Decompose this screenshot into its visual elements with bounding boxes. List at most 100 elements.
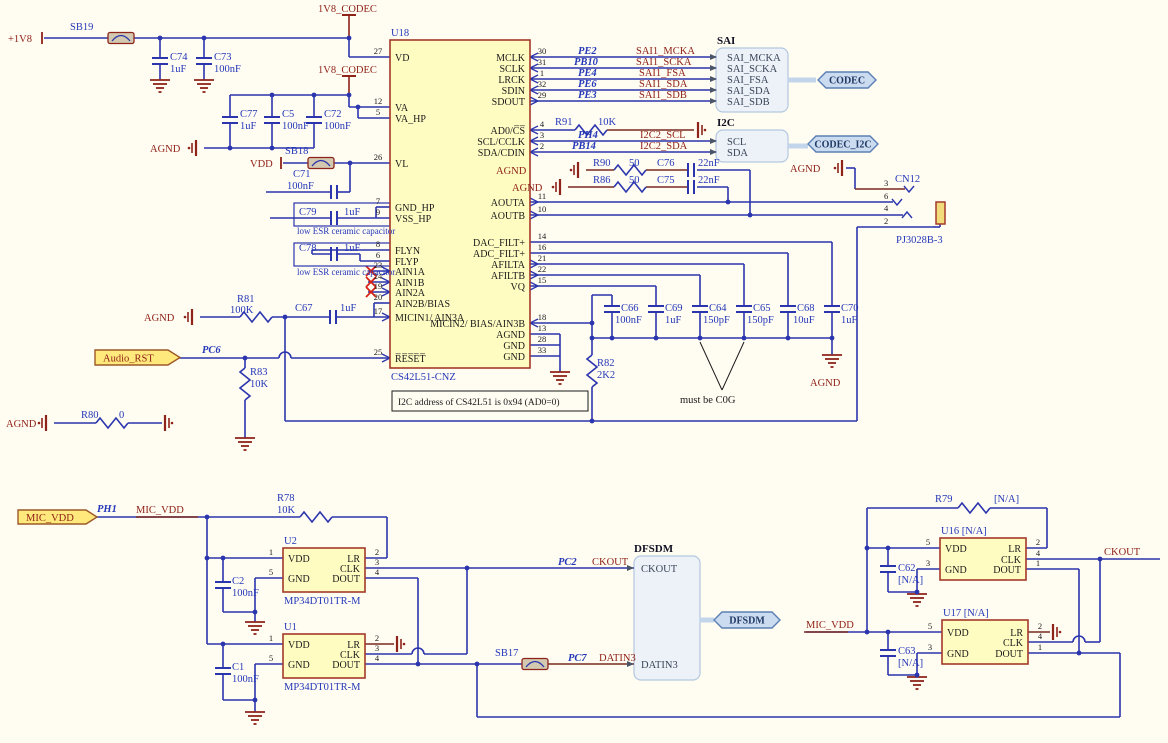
- net-label: +1V8: [8, 34, 32, 45]
- note-label: 6: [884, 191, 888, 201]
- pin-number: 2: [540, 141, 544, 151]
- junction-dot: [220, 641, 226, 647]
- pin-name: MCLK: [496, 53, 526, 64]
- pin-number: 16: [538, 242, 547, 252]
- note-label: 2: [884, 216, 888, 226]
- solder-bridge-arc: [111, 34, 131, 42]
- pin-name: AFILTA: [491, 260, 526, 271]
- port-label: PH4: [578, 130, 598, 141]
- pin-number: 2: [1036, 537, 1040, 547]
- jack-contact-icon: [903, 185, 915, 194]
- pin-name: AIN2A: [395, 288, 426, 299]
- note-label: 3: [884, 178, 888, 188]
- pin-name: AOUTB: [491, 211, 526, 222]
- pin-name: LR: [347, 554, 360, 565]
- net-label: SAI1_SDA: [639, 79, 688, 90]
- group-title: SAI: [717, 35, 735, 47]
- note-label: 4: [884, 203, 889, 213]
- component-label: SB18: [285, 146, 308, 157]
- component-label: C74: [170, 52, 188, 63]
- pin-number: 12: [374, 96, 383, 106]
- pin-name: SDIN: [502, 86, 525, 97]
- junction-dot: [914, 672, 920, 678]
- pin-number: 24: [374, 271, 383, 281]
- pin-number: 14: [538, 231, 547, 241]
- junction-dot: [415, 661, 421, 667]
- junction-dot: [864, 629, 870, 635]
- jack-contact-icon: [901, 210, 913, 219]
- junction-dot: [609, 335, 615, 341]
- agnd-bar-dot: [187, 146, 191, 150]
- pin-name: LR: [347, 640, 360, 651]
- port-label: PE2: [578, 46, 597, 57]
- pin-number: 19: [374, 281, 383, 291]
- junction-dot: [346, 92, 352, 98]
- power-bar-dot: [170, 421, 174, 425]
- junction-dot: [347, 160, 353, 166]
- component-label: 22nF: [698, 175, 720, 186]
- solder-bridge-arc: [311, 159, 331, 167]
- junction-dot: [653, 335, 659, 341]
- junction-dot: [204, 514, 210, 520]
- pin-name: GND: [503, 341, 525, 352]
- component-label: 100K: [230, 305, 254, 316]
- no-connect-x: [365, 265, 377, 277]
- pin-name: DOUT: [332, 660, 360, 671]
- pin-number: 3: [375, 557, 379, 567]
- pin-name: SDOUT: [492, 97, 525, 108]
- component-label: C76: [657, 158, 675, 169]
- net-label: 1V8_CODEC: [318, 65, 377, 76]
- component-label: 10K: [250, 379, 269, 390]
- pin-number: 3: [375, 643, 379, 653]
- pin-number: 3: [926, 558, 930, 568]
- component-label: C67: [295, 303, 313, 314]
- pin-name: LR: [1008, 544, 1021, 555]
- junction-dot: [474, 661, 480, 667]
- pin-number: 5: [269, 653, 273, 663]
- pin-number: 10: [538, 204, 547, 214]
- net-label: SAI1_SDB: [639, 90, 687, 101]
- bus-item-label: SAI_FSA: [727, 75, 769, 86]
- harness-arrow-icon: [710, 149, 717, 155]
- junction-dot: [464, 565, 470, 571]
- component-label: R90: [593, 158, 611, 169]
- component-label: 100nF: [232, 674, 259, 685]
- component-label: 0: [119, 410, 124, 421]
- pin-name: VL: [395, 159, 408, 170]
- pin-name: AGND: [496, 330, 525, 341]
- junction-dot: [589, 335, 595, 341]
- port-label: PC7: [568, 653, 587, 664]
- pin-name: AIN2B/BIAS: [395, 299, 450, 310]
- pin-number: 3: [928, 642, 932, 652]
- harness-arrow-icon: [710, 98, 717, 104]
- harness-arrow-icon: [627, 565, 634, 571]
- pin-name: GND: [288, 660, 310, 671]
- component-label: C73: [214, 52, 232, 63]
- pin-number: 15: [538, 275, 547, 285]
- component-label: C2: [232, 576, 244, 587]
- ic-refdes: U18: [391, 28, 409, 39]
- pin-number: 6: [376, 250, 380, 260]
- component-label: C70: [841, 303, 859, 314]
- component-label: C62: [898, 563, 916, 574]
- component-label: 1uF: [340, 303, 357, 314]
- pin-name: VDD: [288, 640, 310, 651]
- pin-number: 29: [538, 90, 547, 100]
- component-label: C68: [797, 303, 815, 314]
- pin-number: 13: [538, 323, 547, 333]
- component-label: CN12: [895, 174, 920, 185]
- pin-name: CLK: [340, 564, 361, 575]
- junction-dot: [885, 545, 891, 551]
- pin-number: 1: [269, 547, 273, 557]
- junction-dot: [741, 335, 747, 341]
- note-label: must be C0G: [680, 395, 736, 406]
- agnd-bar-dot: [183, 315, 187, 319]
- solder-bridge: [107, 31, 135, 45]
- port-label: PE4: [578, 68, 597, 79]
- pin-number: 27: [374, 46, 383, 56]
- ic-refdes: U17 [N/A]: [943, 608, 989, 619]
- harness-arrow-icon: [710, 65, 717, 71]
- component-label: C78: [299, 243, 317, 254]
- component-label: 100nF: [287, 181, 314, 192]
- agnd-bar-dot: [569, 168, 573, 172]
